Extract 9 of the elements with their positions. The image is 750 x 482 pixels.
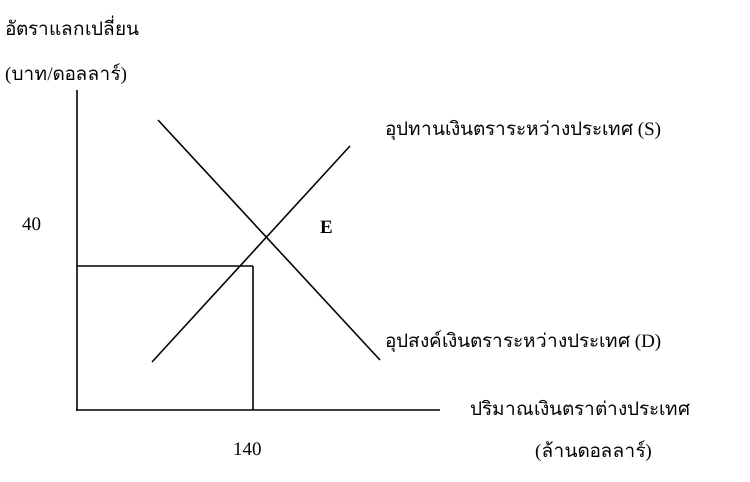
curve-label: อุปทานเงินตราระหว่างประเทศ (S) bbox=[385, 118, 661, 142]
axis-title: ปริมาณเงินตราต่างประเทศ bbox=[470, 398, 690, 422]
tick-label: 140 bbox=[233, 438, 262, 462]
point-label: E bbox=[320, 216, 333, 240]
tick-label: 40 bbox=[22, 213, 41, 237]
axis-title: อัตราแลกเปลี่ยน bbox=[5, 18, 139, 42]
axis-unit: (บาท/ดอลลาร์) bbox=[5, 63, 127, 87]
curve-label: อุปสงค์เงินตราระหว่างประเทศ (D) bbox=[385, 330, 662, 354]
axis-unit: (ล้านดอลลาร์) bbox=[535, 440, 652, 464]
